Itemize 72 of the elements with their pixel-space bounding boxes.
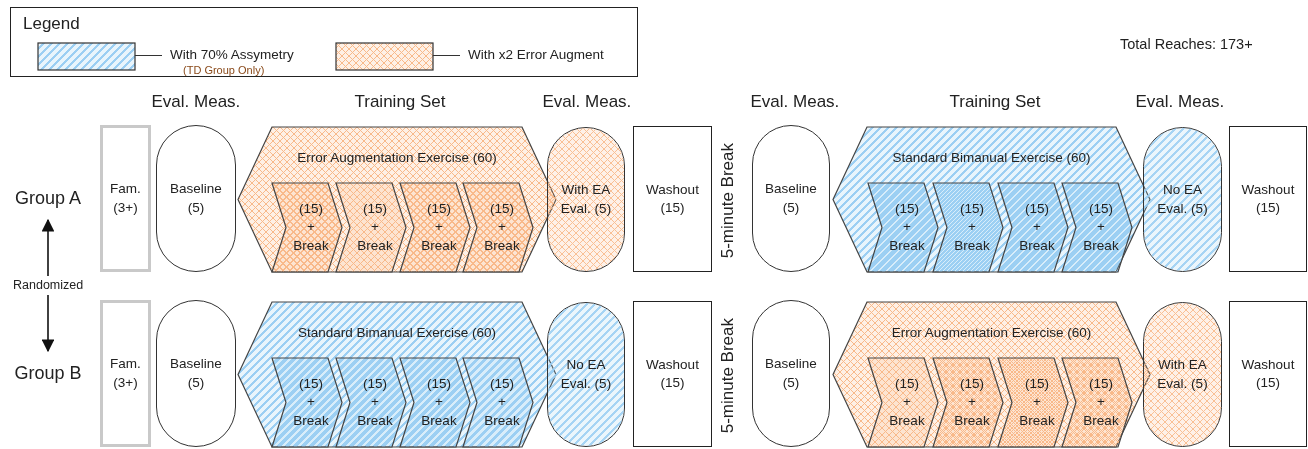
node-text: (15) + Break [421, 200, 457, 255]
chevron-step [272, 358, 342, 447]
node-text: Washout (15) [646, 180, 699, 217]
node-text: (15) + Break [293, 375, 329, 430]
node-text: Fam. (3+) [110, 180, 141, 217]
legend-text: With x2 Error Augment [468, 46, 604, 64]
step-box [100, 300, 151, 447]
chevron-step [1062, 183, 1132, 272]
node-text: Baseline (5) [765, 355, 817, 392]
column-heading: Training Set [949, 91, 1041, 113]
legend-text: With 70% Assymetry [170, 46, 294, 64]
step-box [100, 125, 151, 272]
node-text: (15) + Break [293, 200, 329, 255]
chevron-step [933, 183, 1003, 272]
node-text: Baseline (5) [170, 180, 222, 217]
step-box [633, 301, 712, 447]
node-text: (15) + Break [1083, 375, 1119, 430]
node-text: Baseline (5) [765, 180, 817, 217]
column-heading: Eval. Meas. [542, 91, 632, 113]
node-text: Error Augmentation Exercise (60) [297, 149, 497, 167]
node-text: Error Augmentation Exercise (60) [891, 324, 1092, 342]
chevron-step [998, 358, 1068, 447]
node-text: Fam. (3+) [110, 355, 141, 392]
column-heading: Eval. Meas. [1135, 91, 1225, 113]
node-text: (15) + Break [954, 375, 990, 430]
edge-label: Randomized [13, 276, 84, 295]
chevron-step [998, 183, 1068, 272]
node-text: With EA Eval. (5) [559, 181, 613, 218]
node-text: (15) + Break [421, 375, 457, 430]
node-text: Standard Bimanual Exercise (60) [297, 324, 497, 342]
node-text: (15) + Break [484, 200, 520, 255]
node-text: (15) + Break [1019, 375, 1055, 430]
node-text: Washout (15) [646, 355, 699, 392]
node-text: With EA Eval. (5) [1156, 356, 1209, 393]
node-text: No EA Eval. (5) [1156, 181, 1209, 218]
chevron-step [868, 358, 938, 447]
node-text: Washout (15) [1241, 355, 1295, 392]
chevron-step [1062, 358, 1132, 447]
node-text: (15) + Break [889, 200, 925, 255]
chevron-step [463, 358, 533, 447]
column-heading: Eval. Meas. [750, 91, 840, 113]
legend-note: (TD Group Only) [183, 63, 265, 78]
vertical-label: 5-minute Break [716, 317, 738, 433]
group-label: Group A [8, 180, 88, 216]
node-text: Baseline (5) [170, 355, 222, 392]
vertical-label: 5-minute Break [716, 142, 738, 258]
column-heading: Training Set [354, 91, 446, 113]
group-label: Group B [8, 355, 88, 391]
chevron-step [336, 183, 406, 272]
chevron-step [400, 183, 470, 272]
legend-title: Legend [23, 13, 80, 35]
step-box [1229, 301, 1307, 447]
step-box [1229, 126, 1307, 272]
node-text: (15) + Break [954, 200, 990, 255]
total-text: Total Reaches: 173+ [1120, 35, 1253, 54]
step-box [633, 126, 712, 272]
chevron-step [336, 358, 406, 447]
chevron-step [463, 183, 533, 272]
node-text: No EA Eval. (5) [559, 356, 613, 393]
node-text: (15) + Break [357, 200, 393, 255]
chevron-step [400, 358, 470, 447]
column-heading: Eval. Meas. [151, 91, 241, 113]
node-text: Standard Bimanual Exercise (60) [892, 149, 1091, 167]
node-text: Washout (15) [1241, 180, 1295, 217]
node-text: (15) + Break [1019, 200, 1055, 255]
node-text: (15) + Break [484, 375, 520, 430]
chevron-step [868, 183, 938, 272]
chevron-step [272, 183, 342, 272]
node-text: (15) + Break [889, 375, 925, 430]
chevron-step [933, 358, 1003, 447]
node-text: (15) + Break [1083, 200, 1119, 255]
node-text: (15) + Break [357, 375, 393, 430]
